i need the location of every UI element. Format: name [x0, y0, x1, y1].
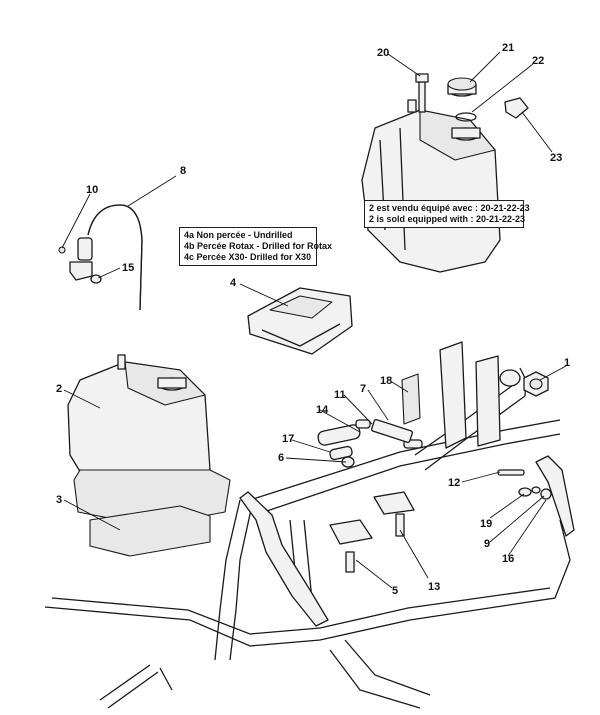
note-kit-fr: 2 est vendu équipé avec : 20-21-22-23	[369, 203, 530, 213]
callout-23: 23	[550, 152, 562, 164]
small-fasteners	[497, 469, 552, 500]
callout-18: 18	[380, 375, 392, 387]
fuel-outlet-fitting-23	[504, 97, 529, 119]
callout-13: 13	[428, 581, 440, 593]
fuel-line-8	[87, 204, 143, 311]
fuel-filter-10	[58, 237, 93, 281]
callout-6: 6	[278, 452, 284, 464]
tank-pad-3	[89, 505, 211, 557]
callout-14: 14	[316, 404, 329, 416]
nut-1	[523, 371, 549, 397]
mount-plates	[329, 491, 415, 573]
tank-bracket-4	[247, 287, 353, 355]
fuel-tank-detail	[361, 99, 501, 273]
callout-16: 16	[502, 553, 514, 565]
callout-3: 3	[56, 494, 62, 506]
callout-7: 7	[360, 383, 366, 395]
callout-22: 22	[532, 55, 544, 67]
vent-fitting-20	[415, 73, 429, 113]
callout-19: 19	[480, 518, 492, 530]
bracket-variants-note: 4a Non percée - Undrilled 4b Percée Rota…	[179, 227, 333, 266]
callout-2: 2	[56, 383, 62, 395]
callout-10: 10	[86, 184, 98, 196]
callout-12: 12	[448, 477, 460, 489]
callout-20: 20	[377, 47, 389, 59]
tank-kit-note: 2 est vendu équipé avec : 20-21-22-23 2 …	[364, 200, 530, 228]
callout-1: 1	[564, 357, 570, 369]
callout-15: 15	[122, 262, 134, 274]
note-kit-en: 2 is sold equipped with : 20-21-22-23	[369, 214, 526, 224]
callout-11: 11	[334, 389, 346, 401]
note-line-4c: 4c Percée X30- Drilled for X30	[184, 252, 312, 262]
callout-17: 17	[282, 433, 294, 445]
fuel-tank-2	[67, 354, 231, 527]
note-line-4b: 4b Percée Rotax - Drilled for Rotax	[184, 241, 333, 251]
hose-clamp-15	[90, 274, 102, 284]
callout-8: 8	[180, 165, 186, 177]
callout-4: 4	[230, 277, 237, 289]
engine-mount-bracket-18	[401, 341, 521, 449]
callout-9: 9	[484, 538, 490, 550]
fuel-cap-21	[447, 77, 477, 97]
callout-21: 21	[502, 42, 514, 54]
callout-5: 5	[392, 585, 398, 597]
bushing-parts	[317, 418, 423, 468]
note-line-4a: 4a Non percée - Undrilled	[184, 230, 293, 240]
seal-ring-22	[455, 112, 477, 122]
leader-lines	[61, 51, 567, 589]
